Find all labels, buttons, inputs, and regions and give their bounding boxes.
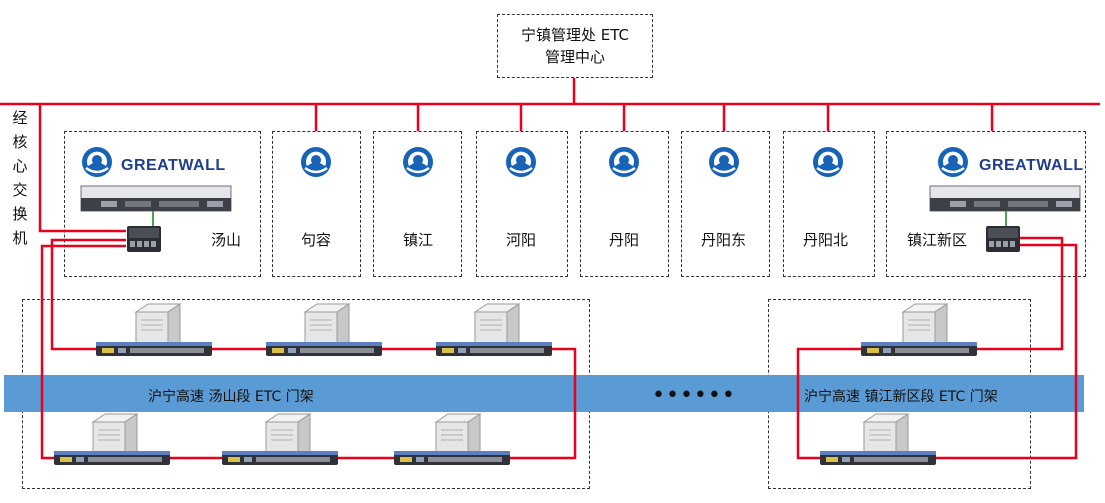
- core-char: 机: [12, 229, 28, 247]
- station-box-tangshan: [64, 131, 261, 277]
- station-label-danyangbei: 丹阳北: [803, 231, 849, 249]
- rack-server-icon: [80, 185, 232, 212]
- station-box-danyangbei: [783, 131, 875, 277]
- core-char: 核: [12, 133, 28, 151]
- management-center-box: [497, 14, 653, 78]
- ring-switch-icon: [222, 451, 338, 465]
- greatwall-logo-icon: [707, 145, 741, 179]
- rack-server-icon: [929, 185, 1081, 212]
- station-box-danyang: [580, 131, 669, 277]
- ring-switch-icon: [266, 342, 382, 356]
- ring-switch-icon: [54, 451, 170, 465]
- core-char: 换: [12, 205, 28, 223]
- center-line-1: 宁镇管理处 ETC: [520, 26, 629, 44]
- brand-text-tangshan: GREATWALL: [121, 157, 226, 174]
- brand-text-zhenjiangxinqu: GREATWALL: [979, 157, 1084, 174]
- station-label-tangshan: 汤山: [211, 231, 242, 249]
- station-label-heyang: 河阳: [506, 231, 537, 249]
- center-line-2: 管理中心: [544, 48, 605, 66]
- management-center-label: 宁镇管理处 ETC 管理中心: [497, 24, 653, 68]
- ring-switch-icon: [394, 451, 510, 465]
- highway-band: [4, 375, 1084, 412]
- ring-switch-icon: [96, 342, 212, 356]
- core-char: 交: [12, 181, 28, 199]
- station-label-danyangdong: 丹阳东: [701, 231, 747, 249]
- band-label-tangshan: 沪宁高速 汤山段 ETC 门架: [148, 389, 314, 405]
- station-label-zhenjiang: 镇江: [403, 231, 434, 249]
- station-box-zhenjiangxinqu: [886, 131, 1086, 277]
- core-switch-label: 经 核 心 交 换 机: [10, 106, 30, 250]
- station-box-jurong: [272, 131, 361, 277]
- network-switch-icon: [127, 226, 161, 252]
- greatwall-logo-icon: [299, 145, 333, 179]
- station-label-zhenjiangxinqu: 镇江新区: [907, 231, 968, 249]
- station-box-zhenjiang: [373, 131, 462, 277]
- core-char: 心: [12, 157, 28, 175]
- greatwall-logo-icon: [936, 145, 970, 179]
- greatwall-logo-icon: [401, 145, 435, 179]
- band-label-zhenjiangxinqu: 沪宁高速 镇江新区段 ETC 门架: [804, 389, 998, 405]
- core-char: 经: [12, 109, 28, 127]
- greatwall-logo-icon: [80, 145, 114, 179]
- station-box-heyang: [476, 131, 568, 277]
- station-label-jurong: 句容: [301, 231, 332, 249]
- station-box-danyangdong: [681, 131, 770, 277]
- station-label-danyang: 丹阳: [609, 231, 640, 249]
- ring-switch-icon: [861, 342, 977, 356]
- greatwall-logo-icon: [811, 145, 845, 179]
- ring-switch-icon: [436, 342, 552, 356]
- red-links: [0, 78, 1100, 460]
- ring-switch-icon: [820, 451, 936, 465]
- greatwall-logo-icon: [607, 145, 641, 179]
- greatwall-logo-icon: [504, 145, 538, 179]
- network-switch-icon: [986, 226, 1020, 252]
- ellipsis: ••••••: [652, 383, 736, 408]
